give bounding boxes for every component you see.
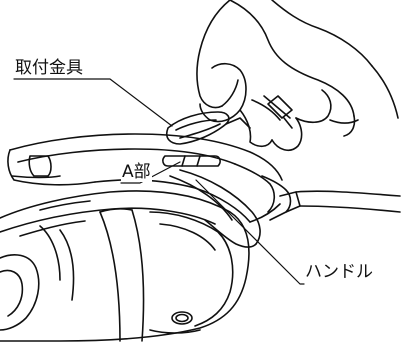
leader-lines: [13, 78, 305, 285]
fitting-clip-outline: [165, 111, 251, 145]
callout-fitting-label: 取付金具: [14, 58, 84, 78]
leader-handle: [195, 179, 305, 285]
handle-outline: [7, 133, 401, 248]
leader-fitting: [13, 78, 173, 127]
leader-a-part: [120, 161, 181, 184]
callout-handle-label: ハンドル: [304, 262, 374, 282]
dust-case-outline: [0, 190, 250, 342]
hand-outline: [196, 0, 399, 152]
callout-a-part-label: A部: [121, 162, 152, 182]
